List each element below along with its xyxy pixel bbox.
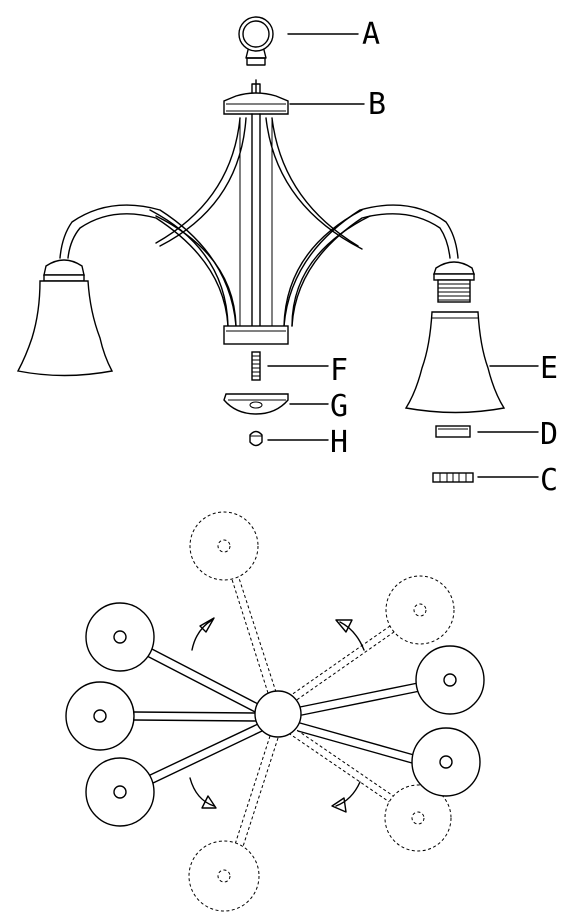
left-lamp-shade (16, 259, 114, 377)
arm-rotation-diagram (65, 511, 485, 912)
right-socket (433, 261, 475, 303)
label-h: H (330, 425, 348, 460)
solid-lamp-positions (65, 602, 485, 827)
leader-lines (267, 33, 539, 478)
label-d: D (540, 417, 558, 452)
center-stem (239, 113, 273, 327)
left-arm (59, 204, 237, 327)
part-d-ring (435, 425, 471, 438)
label-f: F (330, 353, 348, 388)
right-arm (283, 204, 459, 327)
body-bottom-cup (223, 325, 289, 345)
label-e: E (540, 351, 558, 386)
solid-arms (133, 647, 421, 785)
rotation-arrows (189, 617, 365, 813)
label-g: G (330, 389, 348, 424)
part-g-dish (223, 393, 289, 415)
part-c-threaded-ring (432, 472, 474, 483)
part-b-cap (223, 79, 289, 115)
label-b: B (368, 87, 386, 122)
part-h-finial (249, 430, 263, 447)
label-c: C (540, 463, 558, 498)
chandelier-assembly: A B C D E F G H (16, 16, 558, 498)
dashed-lamp-positions (188, 511, 455, 912)
part-f-threaded-rod (251, 351, 261, 381)
label-a: A (362, 17, 380, 52)
part-e-shade (404, 311, 506, 414)
dashed-arms (228, 569, 415, 863)
center-hub (254, 690, 302, 738)
part-a-loop (238, 16, 274, 66)
